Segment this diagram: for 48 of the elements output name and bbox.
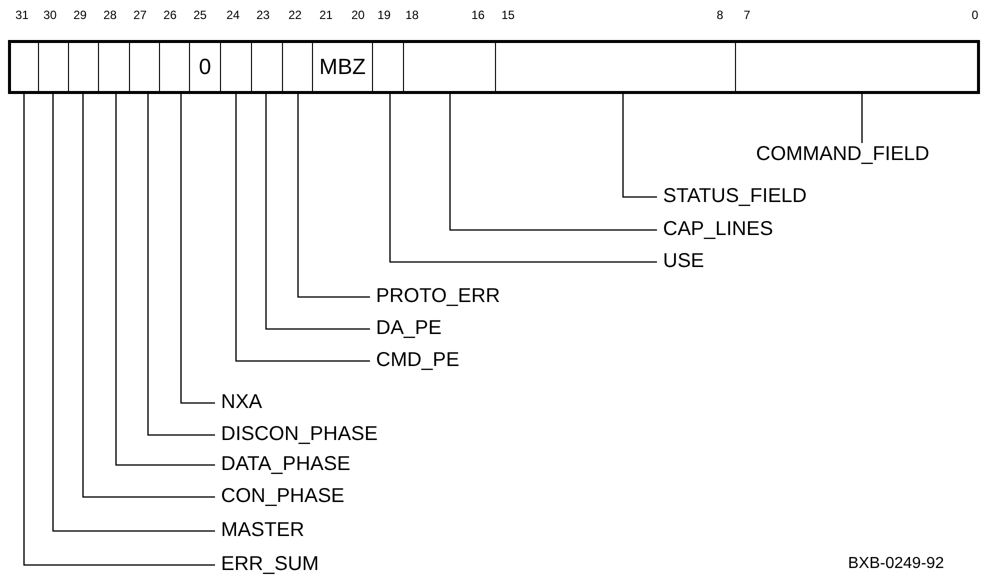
leader-line [861,91,863,143]
leader-line [297,91,370,298]
bit-number: 18 [405,8,419,22]
field-name: COMMAND_FIELD [756,143,930,165]
bit-number: 25 [193,8,207,22]
field-name: DATA_PHASE [221,453,350,475]
field-name: STATUS_FIELD [663,185,807,207]
bit-number: 15 [501,8,515,22]
field-name: DA_PE [376,317,442,339]
bit-field: 0 [190,43,220,91]
field-name: CMD_PE [376,349,460,371]
bit-number: 23 [256,8,270,22]
leader-line [82,91,215,498]
bit-number: 20 [351,8,365,22]
leader-line [449,91,657,231]
figure-id: BXB-0249-92 [848,554,944,574]
field-name: CAP_LINES [663,218,774,240]
bit-number: 8 [716,8,724,22]
bit-number: 19 [377,8,391,22]
bit-number: 27 [133,8,147,22]
bit-number: 28 [103,8,117,22]
field-name: CON_PHASE [221,485,344,507]
leader-line [23,91,215,566]
bit-number: 24 [226,8,240,22]
field-name: PROTO_ERR [376,285,500,307]
leader-line [147,91,215,436]
leader-line [622,91,657,198]
leader-line [389,91,657,263]
bit-number: 29 [73,8,87,22]
bit-number: 30 [43,8,57,22]
bit-number: 7 [744,8,750,22]
leader-line [115,91,215,466]
bit-number: 26 [163,8,177,22]
bit-number: 22 [288,8,302,22]
field-name: ERR_SUM [221,553,319,575]
bit-number: 0 [972,8,978,22]
field-name: MASTER [221,519,304,541]
leader-line [52,91,215,532]
bit-number: 31 [15,8,29,22]
bit-number: 21 [319,8,333,22]
leader-line [235,91,370,362]
field-name: USE [663,250,704,272]
leader-line [180,91,215,404]
bit-field: MBZ [312,43,372,91]
field-name: NXA [221,391,262,413]
leader-line [265,91,370,330]
bit-number: 16 [471,8,485,22]
field-name: DISCON_PHASE [221,423,378,445]
